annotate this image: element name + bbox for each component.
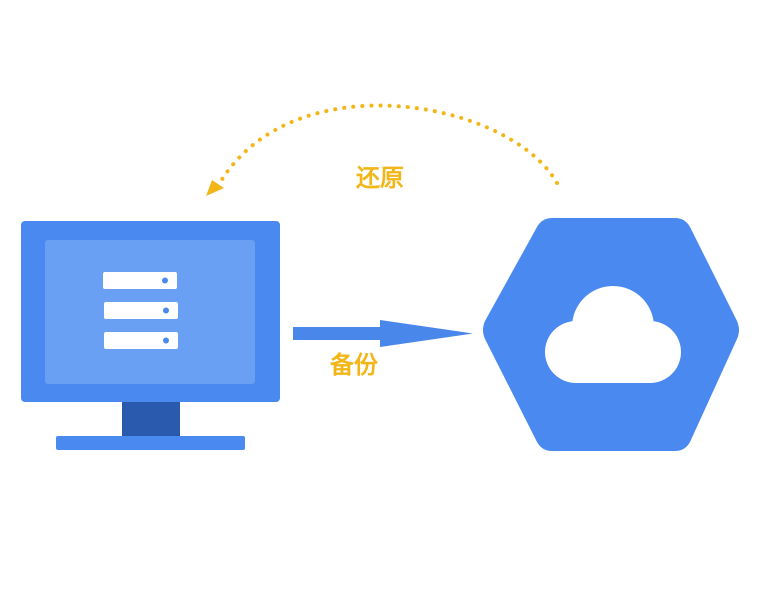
backup-label: 备份 bbox=[330, 351, 378, 379]
backup-arrow bbox=[293, 320, 473, 347]
server-row bbox=[104, 332, 178, 349]
cloud-base bbox=[576, 340, 650, 383]
monitor-base bbox=[56, 436, 245, 450]
server-row-led bbox=[163, 337, 169, 344]
server-row-led bbox=[163, 307, 169, 314]
computer-monitor-icon bbox=[21, 221, 280, 450]
restore-label: 还原 bbox=[356, 164, 404, 192]
restore-arrow bbox=[206, 103, 559, 196]
cloud-icon bbox=[545, 286, 681, 383]
monitor-neck bbox=[122, 402, 180, 438]
server-row-led bbox=[162, 277, 168, 284]
server-row bbox=[103, 272, 177, 289]
restore-arrow-head bbox=[206, 180, 224, 196]
cloud-storage bbox=[483, 218, 739, 451]
server-row bbox=[104, 302, 178, 319]
restore-arrow-path bbox=[216, 103, 559, 188]
server-rack-icon bbox=[103, 272, 178, 349]
backup-arrow-head bbox=[380, 320, 473, 347]
backup-arrow-shaft bbox=[293, 327, 388, 340]
